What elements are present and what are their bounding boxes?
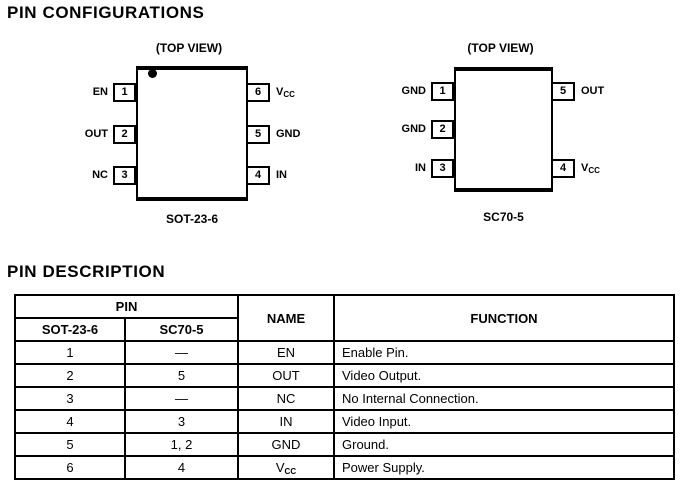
function-cell: Ground. (333, 432, 675, 457)
pin-label: EN (92, 86, 108, 98)
name-cell: IN (237, 409, 335, 434)
pin-box: 2 (113, 125, 136, 144)
pin-box: 4 (551, 159, 575, 178)
pin-description-table: PIN NAME FUNCTION SOT-23-6 SC70-5 1 — EN… (14, 294, 675, 480)
name-cell: NC (237, 386, 335, 411)
name-cell: GND (237, 432, 335, 457)
sc70-5-top-view-label: (TOP VIEW) (467, 41, 534, 55)
sc70-5-pin-cell: 3 (124, 409, 239, 434)
sc70-5-package-body (454, 67, 553, 192)
pin-box: 2 (431, 120, 454, 139)
sot23-6-header: SOT-23-6 (14, 317, 126, 342)
pin1-indicator-dot (148, 69, 157, 78)
name-header: NAME (237, 294, 335, 342)
table-row: 4 3 IN Video Input. (14, 409, 675, 434)
table-header-row: PIN NAME FUNCTION (14, 294, 675, 342)
name-cell: OUT (237, 363, 335, 388)
sot23-6-pin-cell: 5 (14, 432, 126, 457)
pin-label: NC (92, 169, 108, 181)
sc70-5-pin-cell: — (124, 340, 239, 365)
pin-label: OUT (581, 85, 605, 97)
sot23-6-caption: SOT-23-6 (165, 212, 219, 226)
pin-box: 1 (431, 82, 454, 101)
sc70-5-header: SC70-5 (124, 317, 239, 342)
table-row: 6 4 VCC Power Supply. (14, 455, 675, 480)
sc70-5-caption: SC70-5 (483, 210, 524, 224)
pin-box: 5 (551, 82, 575, 101)
sot23-6-top-view-label: (TOP VIEW) (155, 41, 223, 55)
pin-box: 1 (113, 83, 136, 102)
function-cell: Video Input. (333, 409, 675, 434)
table-row: 3 — NC No Internal Connection. (14, 386, 675, 411)
name-cell: VCC (237, 455, 335, 480)
pin-description-title: PIN DESCRIPTION (7, 262, 166, 281)
pin-label: GND (401, 85, 426, 97)
function-cell: Power Supply. (333, 455, 675, 480)
sot23-6-pin-cell: 3 (14, 386, 126, 411)
table-row: 2 5 OUT Video Output. (14, 363, 675, 388)
pin-label: OUT (84, 128, 108, 140)
table-subheader-row: SOT-23-6 SC70-5 (14, 317, 674, 342)
function-cell: Video Output. (333, 363, 675, 388)
pin-box: 3 (113, 166, 136, 185)
sot23-6-pin-cell: 4 (14, 409, 126, 434)
function-cell: Enable Pin. (333, 340, 675, 365)
pin-label: IN (415, 162, 426, 174)
pin-box: 4 (246, 166, 270, 185)
function-cell: No Internal Connection. (333, 386, 675, 411)
pin-group-header: PIN (14, 294, 239, 319)
pin-box: 5 (246, 125, 270, 144)
sot23-6-pin-cell: 2 (14, 363, 126, 388)
pin-box: 3 (431, 159, 454, 178)
pin-label: GND (276, 128, 301, 140)
sot23-6-pin-cell: 1 (14, 340, 126, 365)
sc70-5-pin-cell: 5 (124, 363, 239, 388)
pin-label: GND (401, 123, 426, 135)
sc70-5-pin-cell: — (124, 386, 239, 411)
name-cell: EN (237, 340, 335, 365)
sc70-5-pin-cell: 4 (124, 455, 239, 480)
pin-label: IN (276, 169, 287, 181)
function-header: FUNCTION (333, 294, 675, 342)
sot23-6-package-body (136, 66, 248, 201)
pin-label: VCC (581, 162, 600, 175)
table-row: 1 — EN Enable Pin. (14, 340, 675, 365)
pin-box: 6 (246, 83, 270, 102)
pin-label: VCC (276, 86, 295, 99)
sc70-5-pin-cell: 1, 2 (124, 432, 239, 457)
sot23-6-pin-cell: 6 (14, 455, 126, 480)
table-row: 5 1, 2 GND Ground. (14, 432, 675, 457)
pin-configurations-title: PIN CONFIGURATIONS (7, 3, 205, 22)
